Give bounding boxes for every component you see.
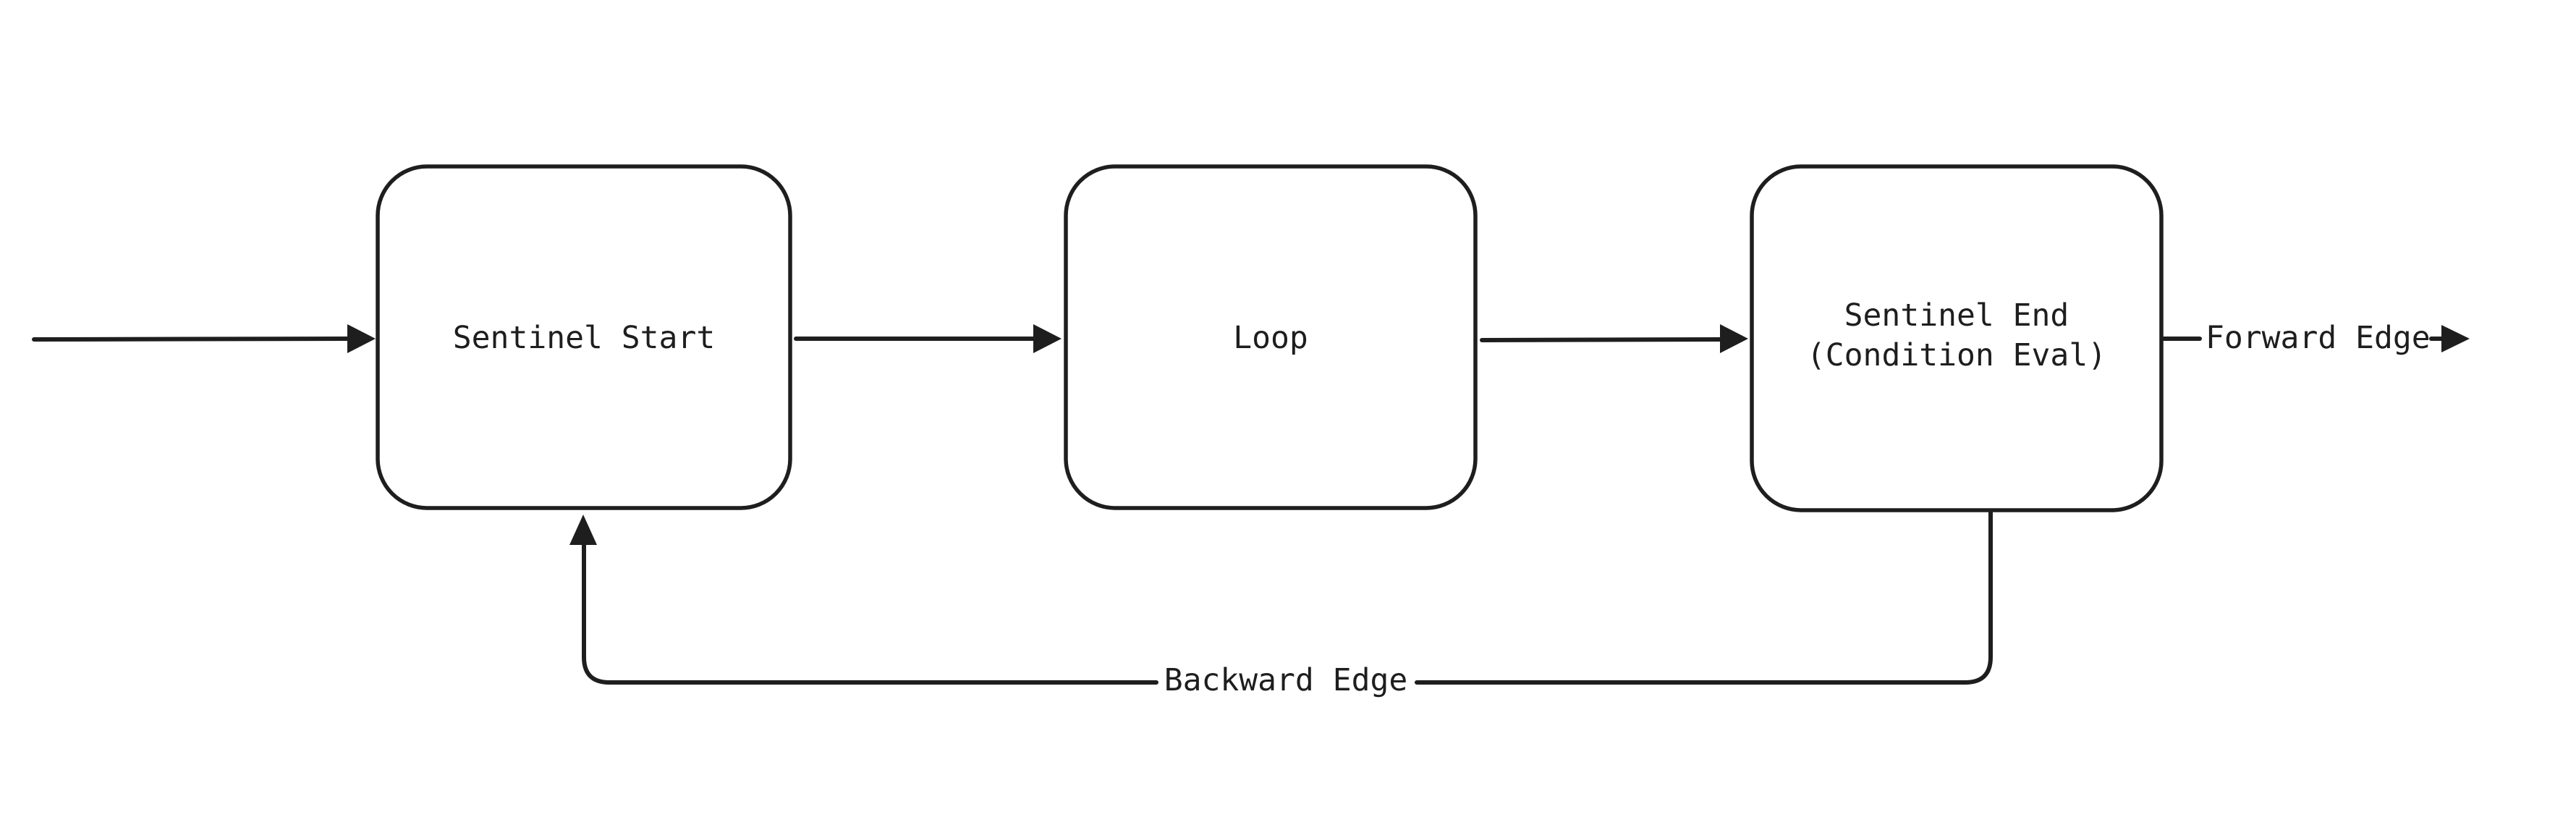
node-sentinel-end[interactable] xyxy=(1750,164,2164,512)
forward-edge-label: Forward Edge xyxy=(2206,320,2431,356)
node-sentinel-end-label-line1: Sentinel End xyxy=(1844,297,2069,334)
arrowhead-entry-icon[interactable] xyxy=(347,324,376,353)
node-sentinel-start[interactable] xyxy=(376,164,792,510)
edge-loop-to-end-line[interactable] xyxy=(1480,337,1724,342)
backward-edge-label: Backward Edge xyxy=(1164,662,1408,698)
arrowhead-backward-icon[interactable] xyxy=(569,515,597,545)
arrowhead-start-to-loop-icon[interactable] xyxy=(1033,324,1062,353)
node-loop[interactable] xyxy=(1064,164,1478,510)
node-loop-label: Loop xyxy=(1233,320,1308,356)
node-sentinel-end-label-line2: (Condition Eval) xyxy=(1807,337,2106,373)
node-sentinel-start-label: Sentinel Start xyxy=(453,320,715,356)
arrowhead-forward-icon[interactable] xyxy=(2441,325,2470,352)
arrowhead-loop-to-end-icon[interactable] xyxy=(1720,324,1748,353)
edge-backward-line[interactable] xyxy=(582,509,1993,685)
